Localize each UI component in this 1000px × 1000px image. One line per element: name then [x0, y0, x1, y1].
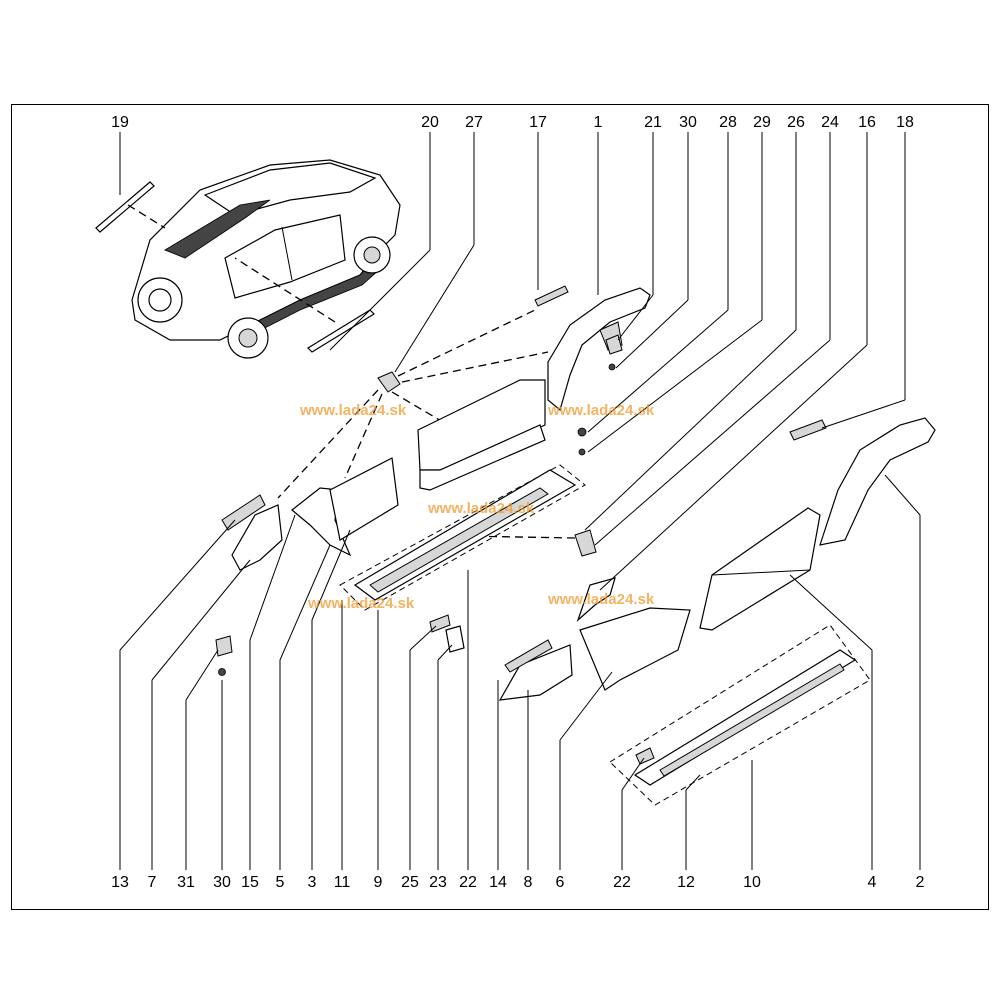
callout-label: 22: [613, 874, 631, 891]
callout-label: 15: [241, 874, 259, 891]
watermark: www.lada24.sk: [547, 402, 655, 419]
callout-label: 25: [401, 874, 419, 891]
clip-27: [377, 371, 401, 393]
rear-door-molding-3: [329, 457, 399, 541]
rear-arch-7: [231, 504, 283, 571]
callout-label: 10: [743, 874, 761, 891]
front-arch-2: [819, 417, 936, 546]
callout-label: 6: [556, 874, 565, 891]
clips-25-23: [429, 614, 465, 653]
callout-label: 14: [489, 874, 507, 891]
callout-label: 30: [679, 114, 697, 131]
callout-label: 2: [916, 874, 925, 891]
vehicle-illustration: [95, 159, 401, 359]
callout-label: 24: [821, 114, 839, 131]
callout-label: 28: [719, 114, 737, 131]
clip-22: [574, 529, 597, 557]
callout-label: 31: [177, 874, 195, 891]
front-lower-8-14: [498, 639, 573, 701]
callouts-bottom: 13 7 31 30 15 5 3 11 9 25 23 22 14 8 6 2…: [111, 874, 924, 891]
callout-label: 22: [459, 874, 477, 891]
front-molding-18: [789, 419, 827, 441]
callout-label: 11: [334, 874, 351, 891]
callout-label: 3: [308, 874, 317, 891]
fastener-30-31: [215, 635, 233, 676]
callout-label: 20: [421, 114, 439, 131]
callout-label: 29: [753, 114, 771, 131]
callout-label: 5: [276, 874, 285, 891]
callout-label: 12: [677, 874, 695, 891]
door-molding-upper: [417, 379, 587, 491]
callout-label: 13: [111, 874, 129, 891]
callout-label: 21: [644, 114, 662, 131]
callouts-top: 19 20 27 17 1 21 30 28 29 26 24 16 18: [111, 114, 914, 131]
arch-26: [576, 577, 616, 622]
callout-label: 30: [213, 874, 231, 891]
diagram-frame: [11, 104, 989, 910]
callout-label: 17: [529, 114, 547, 131]
molding-17: [534, 285, 569, 307]
callout-label: 19: [111, 114, 129, 131]
callout-label: 18: [896, 114, 914, 131]
callout-label: 16: [858, 114, 876, 131]
front-door-molding-4: [699, 507, 821, 631]
callout-label: 27: [465, 114, 483, 131]
callout-label: 26: [787, 114, 805, 131]
callout-label: 4: [868, 874, 877, 891]
callout-label: 8: [524, 874, 533, 891]
callout-label: 9: [374, 874, 383, 891]
sill-assembly-box: [339, 464, 586, 611]
front-lower-6: [579, 607, 691, 691]
callout-label: 1: [594, 114, 603, 131]
watermark: www.lada24.sk: [427, 500, 535, 517]
lower-sill-box: [609, 624, 871, 806]
watermark: www.lada24.sk: [299, 402, 407, 419]
rear-molding-13: [221, 494, 266, 531]
watermark: www.lada24.sk: [307, 595, 415, 612]
watermarks: www.lada24.sk www.lada24.sk www.lada24.s…: [299, 402, 655, 612]
leader-lines: [119, 132, 921, 870]
callout-label: 7: [148, 874, 157, 891]
callout-label: 23: [429, 874, 447, 891]
watermark: www.lada24.sk: [547, 591, 655, 608]
